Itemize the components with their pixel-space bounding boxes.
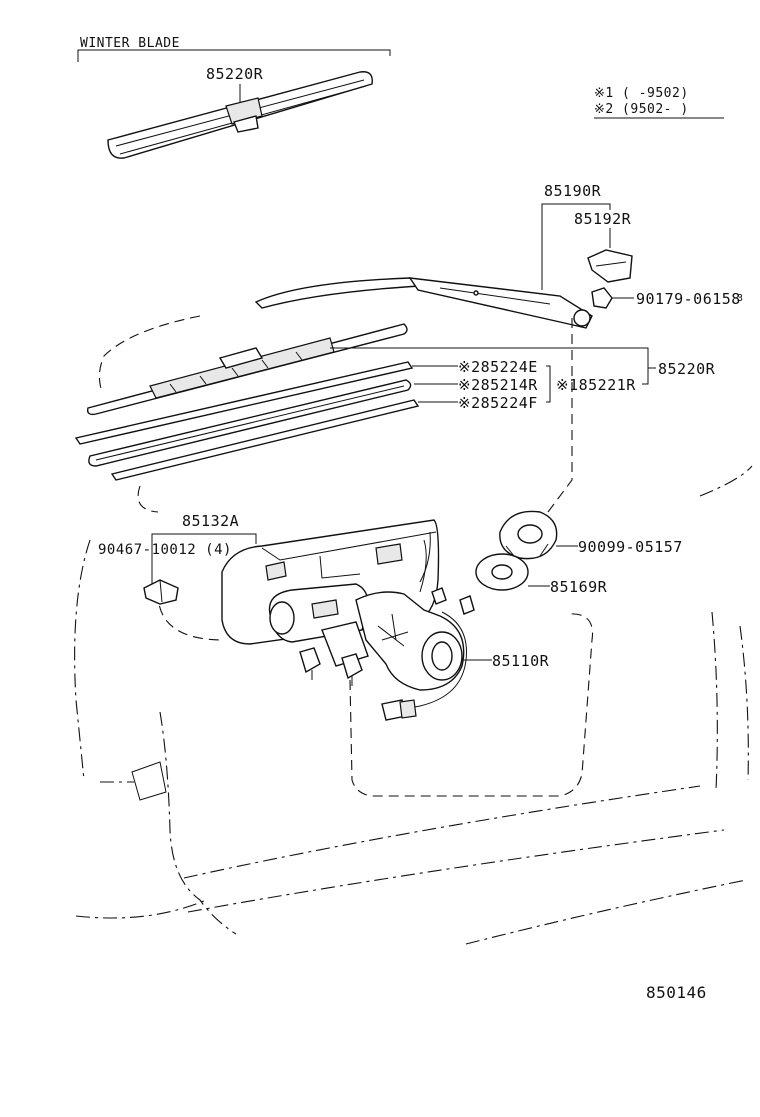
screw-clip-part [143, 579, 179, 605]
winter-blade-part [107, 71, 373, 159]
label-arm-assembly: 85190R [544, 182, 602, 200]
note-1: ※1 ( -9502) [594, 86, 689, 101]
label-nut-suffix: 3 [737, 293, 743, 304]
leader-motor-cover [151, 533, 257, 586]
blade-refill-part [88, 379, 412, 467]
wiper-blade-part [86, 323, 408, 416]
blade-rubber-f-part [110, 399, 420, 481]
notes-block: ※1 ( -9502) ※2 (9502- ) [594, 86, 724, 119]
wiper-motor-part [268, 531, 475, 721]
label-rubber-e: ※285224E [458, 358, 538, 376]
label-motor-cover: 85132A [182, 512, 239, 530]
vehicle-body-outline [74, 315, 753, 945]
grommet-part [499, 510, 558, 560]
leader-arm-assembly [541, 203, 611, 290]
wiper-arm-part [254, 277, 593, 329]
bracket-rubbers [546, 365, 551, 403]
note-2: ※2 (9502- ) [594, 102, 689, 117]
label-washer: 85169R [550, 578, 608, 596]
label-arm-cap: 85192R [574, 210, 632, 228]
label-grommet: 90099-05157 [578, 538, 683, 556]
label-blade-assembly: 85220R [658, 360, 716, 378]
label-motor: 85110R [492, 652, 550, 670]
section-title: WINTER BLADE [80, 36, 180, 51]
blade-assembly-group: ※285224E ※285214R ※285224F ※185221R 8522… [74, 323, 716, 481]
blade-rubber-e-part [74, 361, 414, 445]
label-winter-blade: 85220R [206, 65, 264, 83]
arm-cap-part [587, 249, 633, 283]
label-screw: 90467-10012 (4) [98, 542, 232, 558]
washer-part [475, 553, 529, 591]
label-rubber-f: ※285224F [458, 394, 538, 412]
section-bracket [77, 49, 391, 62]
label-refill: ※285214R [458, 376, 538, 394]
bracket-blade-set [642, 347, 649, 385]
arm-assembly-group: 85190R 85192R 90179-06158 3 [254, 182, 743, 329]
winter-blade-section: WINTER BLADE 85220R [77, 36, 391, 159]
label-nut: 90179-06158 [636, 290, 741, 308]
label-blade-set: ※185221R [556, 376, 636, 394]
diagram-code: 850146 [646, 983, 707, 1002]
nut-part [591, 287, 613, 309]
